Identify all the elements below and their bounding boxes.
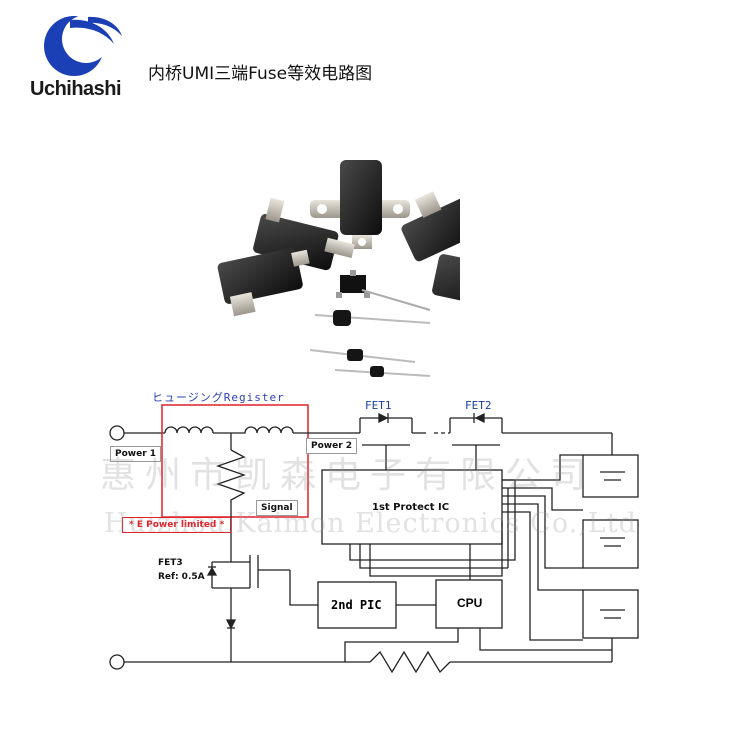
signal-label: Signal [256,500,298,516]
fet3-symbol [206,555,290,589]
fet3-ref-label: Ref: 0.5A [158,572,205,582]
fuse-smd [336,270,431,311]
watermark-cn: 惠州市凯森电子有限公司 [100,455,596,496]
e-power-limited-label: * E Power limited * [122,517,232,533]
sense-resistor [369,650,451,674]
fet2-symbol [449,412,503,470]
fet1-label: FET1 [365,399,392,412]
fuse-element [164,426,294,434]
fuse-right-upper [401,191,460,262]
fet2-label: FET2 [465,399,492,412]
power1-label: Power 1 [110,446,162,462]
page-title: 内桥UMI三端Fuse等效电路图 [148,64,373,84]
fuse-top-center [310,160,410,249]
protect-ic-label: 1st Protect IC [372,502,450,513]
watermark-en: Huizhou Kaimon Electronics Co.,Ltd [104,508,637,539]
fet3-label: FET3 [158,558,183,568]
battery-stack [582,433,639,662]
fuse-left-lower [217,248,310,317]
fusing-register-label: ヒュージングRegister [152,391,285,404]
fuse-axial-3 [334,366,431,377]
heater-resistor [216,449,246,540]
product-photo [217,160,460,377]
cpu-box [435,579,503,629]
fuse-right-lower [432,254,460,309]
fuse-axial-2 [309,349,416,363]
second-pic-label: 2nd PIC [331,598,382,612]
power1-terminal [109,425,125,441]
protect-ic-box [321,469,503,545]
fuse-register-box [161,404,309,518]
uchihashi-logo-icon [44,15,122,76]
cpu-label: CPU [457,596,483,610]
brand-name: Uchihashi [30,78,122,100]
power-ground-terminal [109,654,125,670]
power2-label: Power 2 [306,438,358,454]
fet1-symbol [359,412,413,470]
fuse-axial-1 [314,310,431,326]
